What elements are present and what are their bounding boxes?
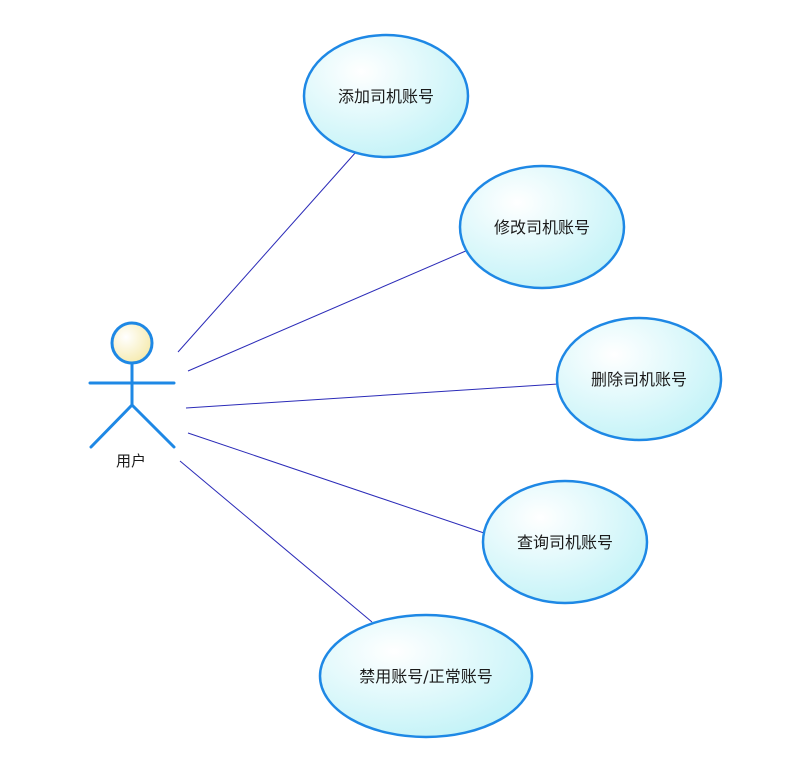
use-case-ellipse bbox=[318, 613, 534, 739]
association-add bbox=[177, 151, 357, 353]
associations bbox=[177, 151, 559, 623]
use-case-ellipse bbox=[302, 33, 470, 159]
use-case-label: 修改司机账号 bbox=[494, 218, 590, 237]
association-query bbox=[187, 432, 485, 534]
use-case-label: 查询司机账号 bbox=[517, 533, 613, 552]
actor-right-leg bbox=[130, 403, 176, 449]
use-case-label: 删除司机账号 bbox=[591, 370, 687, 389]
use-case-add-driver-account[interactable]: 添加司机账号 bbox=[302, 33, 470, 159]
use-case-query-driver-account[interactable]: 查询司机账号 bbox=[481, 479, 649, 605]
actor-user[interactable]: 用户 bbox=[88, 321, 176, 470]
actor-head bbox=[110, 321, 154, 365]
association-edit bbox=[187, 249, 469, 372]
association-disable bbox=[179, 460, 373, 623]
use-case-label: 添加司机账号 bbox=[338, 87, 434, 106]
use-case-ellipse bbox=[555, 316, 723, 442]
use-case-label: 禁用账号/正常账号 bbox=[359, 667, 492, 686]
association-delete bbox=[185, 383, 559, 409]
use-case-ellipse bbox=[481, 479, 649, 605]
use-case-delete-driver-account[interactable]: 删除司机账号 bbox=[555, 316, 723, 442]
use-case-ellipse bbox=[458, 164, 626, 290]
use-case-edit-driver-account[interactable]: 修改司机账号 bbox=[458, 164, 626, 290]
use-case-disable-enable-account[interactable]: 禁用账号/正常账号 bbox=[318, 613, 534, 739]
actor-left-leg bbox=[89, 403, 134, 449]
actor-label: 用户 bbox=[116, 452, 146, 470]
